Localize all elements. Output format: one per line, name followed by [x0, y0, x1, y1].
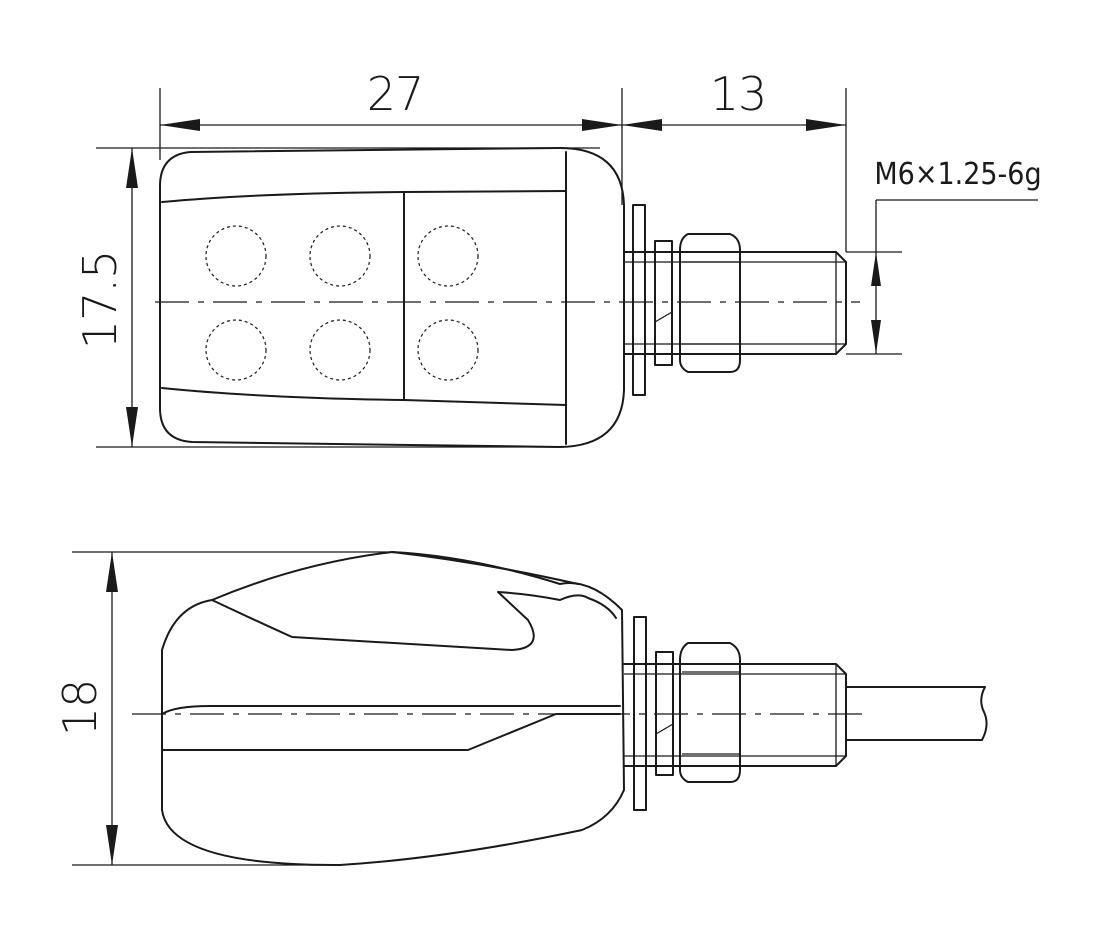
led-circle	[417, 319, 479, 381]
arrowhead	[871, 252, 881, 286]
dimension-label-17-5: 17.5	[73, 251, 127, 349]
mounting-washer-side	[633, 616, 647, 811]
lens-top-edge	[161, 705, 621, 715]
threaded-stud	[623, 251, 847, 355]
arrowhead	[160, 119, 200, 131]
lens-upper-edge	[161, 190, 567, 203]
cable	[845, 686, 988, 741]
arrowhead	[582, 119, 622, 131]
arrowhead	[106, 825, 118, 865]
dimension-label-27: 27	[367, 67, 424, 121]
lock-washer-split	[655, 723, 674, 735]
lens-lower-edge	[161, 387, 567, 406]
arrowhead	[622, 119, 662, 131]
hex-nut-side	[679, 642, 741, 783]
lock-washer-split	[654, 311, 673, 323]
led-circle	[205, 225, 267, 287]
mounting-washer	[632, 204, 646, 396]
arrowhead	[806, 119, 846, 131]
thread-spec-label: M6×1.25-6g	[874, 157, 1041, 192]
housing-ridge	[391, 551, 579, 585]
arrowhead	[126, 407, 138, 447]
housing-outline	[159, 147, 625, 448]
led-circle	[205, 319, 267, 381]
led-circle	[417, 225, 479, 287]
arrowhead	[871, 320, 881, 354]
arrowhead	[126, 148, 138, 188]
hex-nut	[679, 233, 741, 373]
led-array	[205, 225, 479, 381]
threaded-stud-side	[623, 663, 847, 767]
dimension-label-13: 13	[710, 67, 767, 121]
housing-upper-contour	[211, 591, 617, 651]
lens-bottom-edge	[161, 713, 621, 751]
arrowhead	[106, 552, 118, 592]
led-circle	[309, 319, 371, 381]
dimension-label-18: 18	[53, 680, 107, 737]
top-view: 27 13 17.5	[73, 67, 1042, 448]
side-view: 18	[53, 551, 988, 867]
led-circle	[309, 225, 371, 287]
lock-washer	[654, 240, 673, 366]
